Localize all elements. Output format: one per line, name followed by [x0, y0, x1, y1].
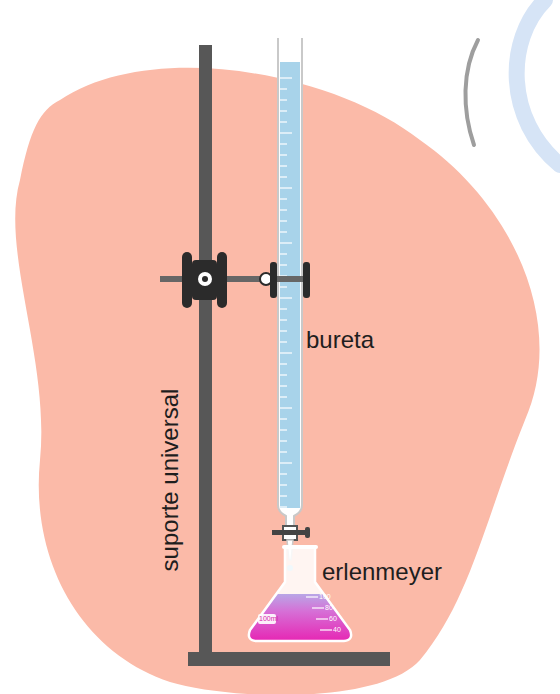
scale-tick	[280, 506, 287, 507]
scale-tick	[280, 220, 287, 221]
decor-arc	[517, 0, 560, 165]
scale-tick	[280, 99, 287, 100]
flask-rim	[282, 545, 318, 549]
volume-mark: 80	[325, 604, 333, 611]
scale-tick	[280, 297, 292, 298]
scale-tick	[280, 495, 287, 496]
clamp-block	[182, 252, 192, 308]
scale-tick	[280, 330, 287, 331]
scale-tick	[280, 341, 287, 342]
scale-tick	[280, 396, 287, 397]
scale-tick	[280, 440, 287, 441]
clamp-jaw	[303, 262, 310, 298]
scale-tick	[280, 264, 287, 265]
flask-marks	[306, 597, 332, 630]
scale-tick	[280, 473, 287, 474]
scale-tick	[280, 319, 287, 320]
clamp-jaw	[270, 262, 277, 298]
scale-tick	[280, 132, 292, 133]
scale-tick	[280, 451, 287, 452]
scale-tick	[280, 429, 287, 430]
scale-tick	[280, 209, 287, 210]
volume-mark: 100ml	[259, 615, 278, 622]
burette-liquid	[280, 62, 300, 508]
stand-rod	[199, 45, 212, 657]
scale-tick	[280, 198, 287, 199]
scale-tick	[280, 253, 287, 254]
scale-tick	[280, 286, 287, 287]
scale-tick	[280, 165, 287, 166]
scale-tick	[280, 385, 287, 386]
part-name: erlenmeyer	[322, 560, 442, 584]
volume-mark: 60	[329, 615, 337, 622]
clamp-block	[217, 252, 227, 308]
scale-tick	[280, 121, 287, 122]
part-name: bureta	[306, 328, 374, 352]
scale-tick	[280, 462, 292, 463]
scale-tick	[280, 154, 287, 155]
scale-tick	[280, 363, 287, 364]
decor-arc	[465, 40, 478, 145]
clamp-screw	[198, 272, 212, 286]
clamp-block	[192, 260, 217, 300]
scale-tick	[280, 484, 287, 485]
stopcock-handle	[272, 530, 308, 535]
scale-tick	[280, 242, 292, 243]
part-name: suporte universal	[158, 389, 182, 572]
scale-tick	[280, 407, 292, 408]
volume-mark: 100	[319, 593, 331, 600]
scale-tick	[280, 308, 287, 309]
scale-tick	[280, 352, 292, 353]
volume-mark: 40	[333, 626, 341, 633]
scale-tick	[280, 176, 287, 177]
stopcock-knob	[305, 527, 310, 538]
scale-tick	[280, 143, 287, 144]
scale-tick	[280, 88, 287, 89]
burette-scale	[280, 78, 292, 507]
scale-tick	[280, 187, 292, 188]
scale-tick	[280, 231, 287, 232]
clamp-screw	[202, 276, 208, 282]
burette-tube	[278, 38, 302, 528]
scale-tick	[280, 77, 292, 78]
scale-tick	[280, 418, 287, 419]
scale-tick	[280, 110, 287, 111]
scale-tick	[280, 374, 287, 375]
stand-base	[188, 652, 390, 666]
